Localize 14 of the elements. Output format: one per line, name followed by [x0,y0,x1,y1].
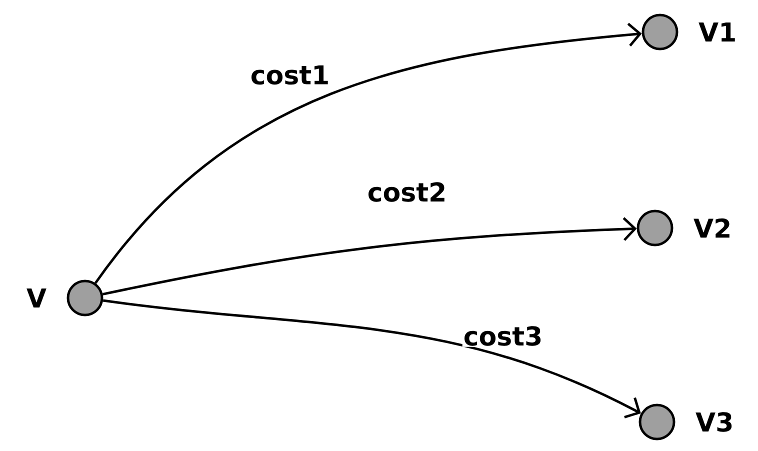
vertex-circle [636,210,674,246]
vertex-label: V1 [698,22,735,42]
vertex-label: V3 [696,412,732,432]
vertex-label: V2 [694,218,730,238]
vertex-circle [66,280,104,316]
edge-label: cost1 [249,64,331,86]
arrow [94,22,642,284]
vertex-circle [638,404,676,440]
edge-label: cost3 [462,325,544,347]
vertex-label: V [26,288,46,308]
arrow [102,299,641,418]
edge-label: cost2 [366,181,448,203]
vertex-circle [642,14,678,50]
arrow [102,217,637,296]
